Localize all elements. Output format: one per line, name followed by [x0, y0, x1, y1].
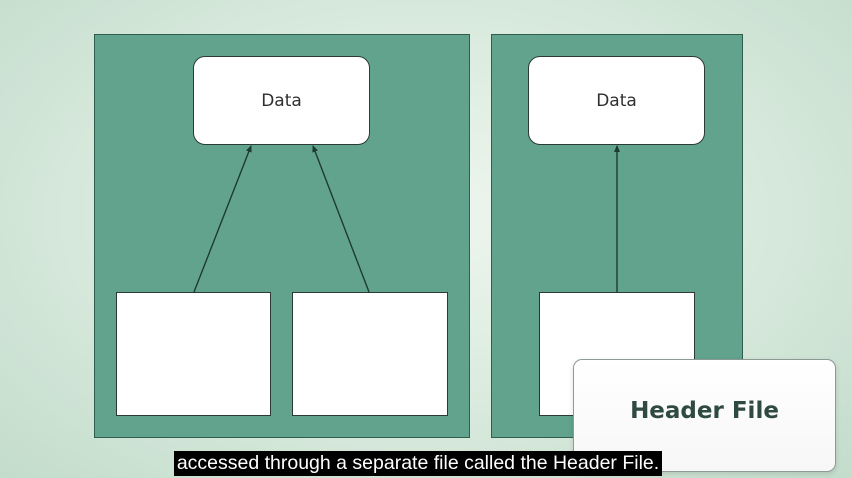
right-data-box: Data: [528, 56, 705, 145]
left-data-box: Data: [193, 56, 370, 145]
left-module-box-1: [116, 292, 271, 416]
subtitle-bar: accessed through a separate file called …: [0, 451, 852, 476]
left-data-label: Data: [261, 90, 302, 111]
right-data-label: Data: [596, 90, 637, 111]
header-file-label: Header File: [630, 398, 779, 424]
left-module-box-2: [292, 292, 448, 416]
subtitle-text: accessed through a separate file called …: [173, 451, 663, 476]
